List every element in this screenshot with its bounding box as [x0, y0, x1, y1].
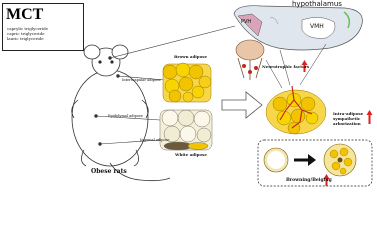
vmh-label: VMH [310, 23, 324, 30]
inguinal-adipose-label: Inguinal adipose [140, 138, 170, 142]
pvh-label: PVH [241, 19, 252, 25]
mct-items: caprylic triglyceride capric triglycerid… [7, 26, 48, 41]
white-adipose-cluster [159, 109, 213, 151]
diagram-canvas [50, 4, 373, 187]
connector-lines [265, 43, 327, 89]
neurotrophic-factors-label: Neurotrophic factors [262, 64, 310, 69]
neuron-illustration [235, 39, 265, 80]
up-arrow-icon [323, 174, 330, 186]
obese-rats-label: Obese rats [91, 168, 127, 175]
rat-illustration [71, 44, 171, 182]
brown-adipose-label: Brown adipose [174, 54, 208, 59]
browning-box [257, 139, 373, 187]
epididymal-adipose-label: Epididymal adipose [108, 114, 143, 118]
mct-title: MCT [6, 6, 44, 23]
hypothalamus-label: hypothalamus [292, 0, 342, 8]
process-arrow [221, 91, 263, 119]
interscapular-adipose-label: Interscapular adipose [122, 78, 161, 82]
up-arrow-icon [366, 110, 373, 124]
white-adipose-label: White adipose [175, 152, 207, 157]
sympathetic-nerves [279, 85, 313, 129]
mct-item: lauric triglyceride [7, 36, 44, 41]
browning-label: Browning/Beiging [286, 178, 332, 183]
mct-item: capric triglyceride [7, 31, 45, 36]
hypothalamus-figure [233, 5, 363, 51]
brown-adipose-cluster [162, 62, 212, 103]
arborization-label: Intra-adipose sympathetic arborization [333, 111, 364, 126]
mct-box: MCT caprylic triglyceride capric triglyc… [2, 3, 84, 51]
up-arrow-icon [301, 60, 308, 72]
arborization-cluster [265, 89, 327, 135]
up-arrow-icons [301, 60, 373, 186]
pointer-lines [94, 25, 236, 146]
mct-item: caprylic triglyceride [7, 26, 49, 31]
